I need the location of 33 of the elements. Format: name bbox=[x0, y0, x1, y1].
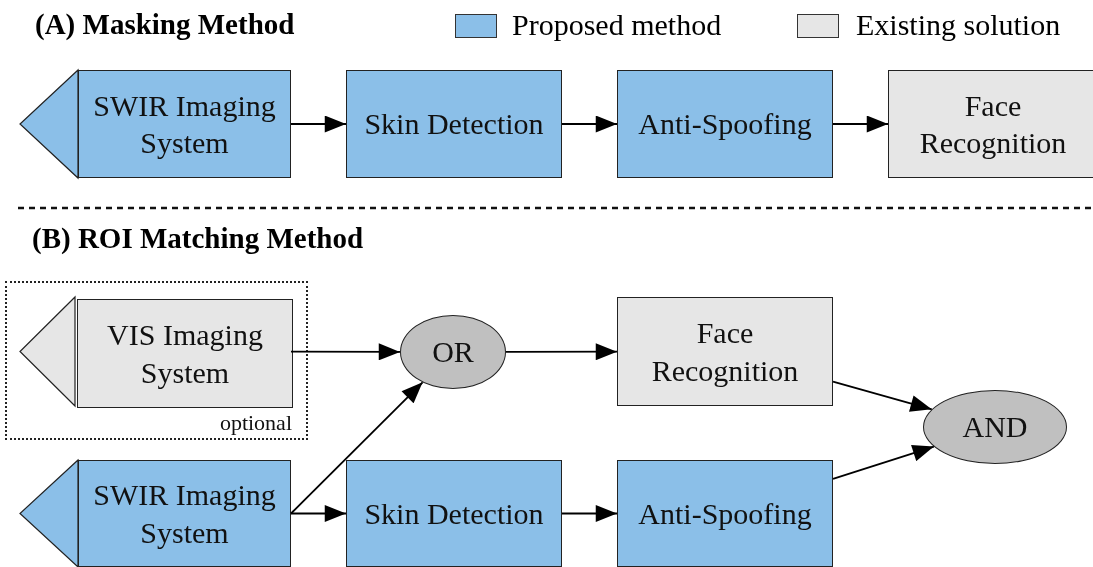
process-box bbox=[617, 460, 833, 567]
node-label: Skin Detection bbox=[363, 495, 545, 532]
arrow bbox=[290, 505, 347, 522]
legend-label: Proposed method bbox=[512, 8, 722, 42]
node-label: Anti-Spoofing bbox=[637, 106, 813, 143]
process-box bbox=[346, 70, 562, 178]
node-label: Anti-Spoofing bbox=[637, 495, 813, 532]
node-label: Face Recognition bbox=[918, 87, 1068, 161]
node-label: Skin Detection bbox=[363, 106, 545, 143]
arrow bbox=[561, 115, 618, 133]
node-label: Face Recognition bbox=[650, 315, 800, 389]
arrow bbox=[561, 505, 618, 522]
process-box bbox=[617, 70, 833, 178]
node-label: VIS Imaging System bbox=[106, 317, 264, 391]
process-box bbox=[617, 297, 833, 406]
arrow bbox=[290, 115, 347, 133]
arrow bbox=[832, 380, 933, 412]
group-caption: optional bbox=[219, 408, 292, 436]
arrow bbox=[505, 343, 618, 361]
arrow bbox=[290, 343, 401, 361]
optional-group bbox=[5, 281, 308, 440]
node-label: AND bbox=[961, 409, 1029, 446]
legend-label: Existing solution bbox=[856, 8, 1061, 42]
node-label: SWIR Imaging System bbox=[92, 477, 277, 551]
arrow bbox=[832, 444, 935, 480]
arrow bbox=[290, 381, 424, 515]
section-heading: (A) Masking Method bbox=[35, 8, 295, 41]
node-label: SWIR Imaging System bbox=[92, 87, 277, 161]
process-box bbox=[346, 460, 562, 567]
process-box bbox=[888, 70, 1093, 178]
section-heading: (B) ROI Matching Method bbox=[32, 222, 364, 255]
node-label: OR bbox=[431, 334, 475, 371]
arrow bbox=[832, 115, 889, 133]
